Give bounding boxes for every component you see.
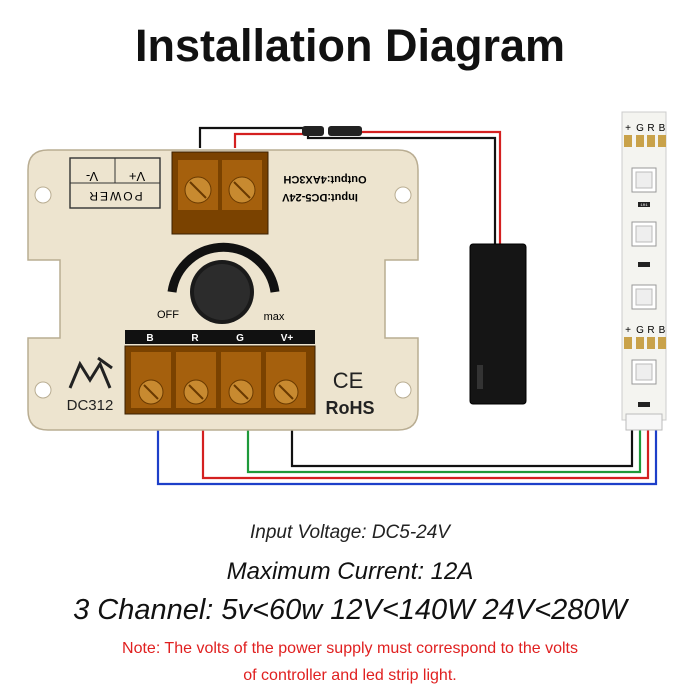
output-black-wire — [290, 410, 634, 468]
strip-pad-plus-top: + — [625, 123, 631, 134]
page-title: Installation Diagram — [134, 20, 566, 71]
led-strip: + G R B 101 + G R B — [621, 111, 667, 431]
knob-max-label: max — [264, 311, 285, 323]
strip-pad-g-top: G — [636, 123, 644, 134]
input-voltage-spec: Input Voltage: DC5-24V — [250, 522, 450, 543]
ce-mark: CE — [333, 368, 364, 393]
power-red-wire — [233, 130, 502, 246]
power-supply — [469, 243, 527, 405]
knob-off-label: OFF — [157, 309, 179, 321]
strip-pad-g-bottom: G — [636, 325, 644, 336]
terminal-label-g: G — [236, 333, 244, 344]
terminal-label-b: B — [146, 333, 153, 344]
output-label-strip: B R G V+ — [125, 330, 315, 344]
strip-pad-b-top: B — [659, 123, 666, 134]
wires — [156, 126, 658, 486]
strip-resistor-label: 101 — [640, 204, 648, 208]
power-label: POWER — [87, 189, 142, 203]
note-line-2: of controller and led strip light. — [243, 667, 457, 684]
channel-spec: 3 Channel: 5v<60w 12V<140W 24V<280W — [73, 594, 627, 626]
max-current-spec: Maximum Current: 12A — [226, 558, 474, 585]
v-plus-label: V+ — [129, 169, 145, 184]
output-red-wire — [201, 410, 650, 480]
rohs-mark: RoHS — [326, 398, 375, 418]
input-spec-label: Input:DC5-24V — [281, 191, 357, 203]
brand-logo — [68, 356, 113, 389]
power-label-box: V- V+ POWER — [69, 157, 161, 209]
dimmer-knob[interactable]: OFF max — [157, 242, 285, 324]
output-terminal — [124, 345, 316, 415]
v-minus-label: V- — [86, 169, 98, 184]
power-input-terminal — [171, 151, 269, 235]
output-blue-wire — [156, 410, 658, 486]
strip-pad-b-bottom: B — [659, 325, 666, 336]
strip-pad-plus-bottom: + — [625, 325, 631, 336]
strip-pad-r-bottom: R — [647, 325, 654, 336]
note-line-1: Note: The volts of the power supply must… — [122, 640, 578, 657]
strip-pad-r-top: R — [647, 123, 654, 134]
terminal-label-vplus: V+ — [281, 333, 294, 344]
output-spec-label: Output:4AX3CH — [283, 173, 366, 185]
output-green-wire — [246, 410, 642, 474]
model-label: DC312 — [67, 397, 114, 414]
terminal-label-r: R — [191, 333, 199, 344]
dc-connector — [302, 126, 362, 136]
